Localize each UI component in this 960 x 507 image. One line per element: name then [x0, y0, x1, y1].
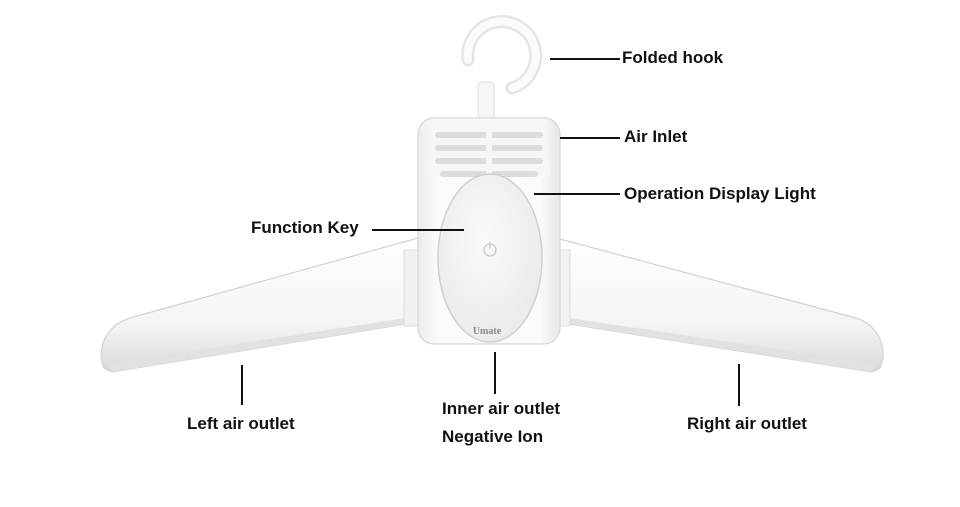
folded-hook [461, 15, 543, 123]
leader-inner-air-outlet [494, 352, 496, 394]
callout-air-inlet: Air Inlet [624, 127, 688, 146]
operation-panel [437, 173, 543, 343]
leader-folded-hook [550, 58, 620, 60]
leader-left-air-outlet [241, 365, 243, 405]
leader-air-inlet [560, 137, 620, 139]
callout-left-air-outlet: Left air outlet [187, 414, 295, 433]
callout-inner-air-outlet: Inner air outlet [442, 399, 561, 418]
callout-function-key: Function Key [251, 218, 359, 237]
left-arm [100, 237, 423, 373]
leader-operation-display-light [534, 193, 620, 195]
callout-folded-hook: Folded hook [622, 48, 724, 67]
callout-negative-ion: Negative Ion [442, 427, 544, 446]
leader-right-air-outlet [738, 364, 740, 406]
right-arm [551, 237, 884, 373]
brand-logo: Umate [473, 326, 502, 337]
leader-function-key [372, 229, 464, 231]
power-icon [483, 242, 497, 257]
callout-operation-display-light: Operation Display Light [624, 184, 816, 203]
callout-right-air-outlet: Right air outlet [687, 414, 807, 433]
air-inlet-grille [435, 130, 543, 180]
